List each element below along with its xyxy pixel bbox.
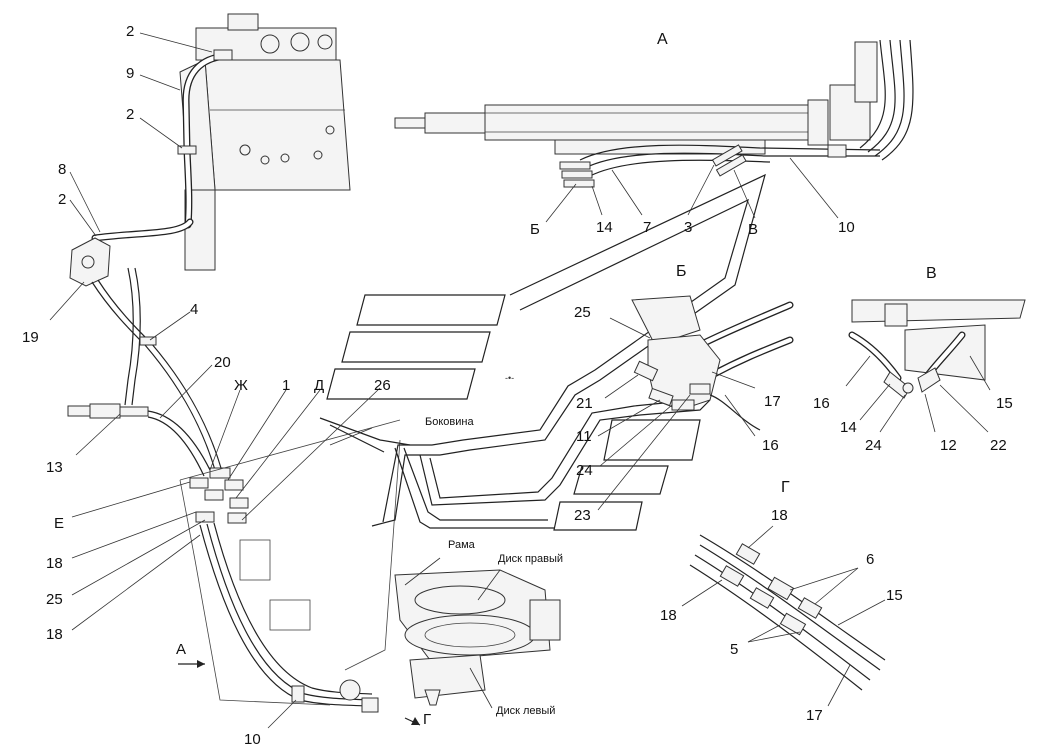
arrow-g (404, 717, 421, 726)
callout-g-18-top: 18 (771, 507, 788, 524)
label-boxes-right (553, 419, 701, 531)
callout-a-10: 10 (838, 219, 855, 236)
long-hoses-to-discs (199, 522, 379, 713)
caption-disk-pravyi: Диск правый (498, 553, 564, 565)
callout-2-left: 2 (58, 191, 67, 208)
callout-9: 9 (126, 65, 135, 82)
callout-19: 19 (22, 329, 39, 346)
callout-g-6: 6 (866, 551, 875, 568)
clamp-10 (291, 685, 305, 703)
callout-v-15: 15 (996, 395, 1013, 412)
clamp-2-upper (213, 49, 233, 61)
view-a-fittings-right (711, 144, 747, 177)
callout-2-top: 2 (126, 23, 135, 40)
callout-25: 25 (46, 591, 63, 608)
callout-b-17: 17 (764, 393, 781, 410)
callout-g-18-left: 18 (660, 607, 677, 624)
hose-9 (182, 52, 230, 229)
caption-disk-levyi: Диск левый (496, 705, 556, 717)
view-a-title: А (657, 31, 668, 48)
view-g-detail (681, 525, 886, 707)
callout-v-12: 12 (940, 437, 957, 454)
callout-b-25: 25 (574, 304, 591, 321)
view-a-mark-v: В (748, 221, 759, 238)
disc-assembly (394, 569, 561, 706)
view-g-title: Г (781, 479, 790, 496)
callout-b-24: 24 (576, 462, 593, 479)
clamp-2-lower (177, 145, 197, 155)
callout-4: 4 (190, 301, 199, 318)
callout-v-16: 16 (813, 395, 830, 412)
arrow-g-label: Г (423, 711, 432, 728)
arrow-a-label: А (176, 641, 187, 658)
callout-18-upper: 18 (46, 555, 63, 572)
callout-b-21: 21 (576, 395, 593, 412)
clamp-4 (139, 336, 157, 346)
caption-bokovina: Боковина (425, 416, 474, 428)
callout-a-7: 7 (643, 219, 652, 236)
label-boxes-left (326, 294, 506, 400)
mark-zh: Ж (234, 377, 248, 394)
callout-13: 13 (46, 459, 63, 476)
callout-8: 8 (58, 161, 67, 178)
callout-2-mid: 2 (126, 106, 135, 123)
callout-b-11: 11 (576, 428, 592, 445)
callout-a-3: 3 (684, 219, 693, 236)
view-a-mark-b: Б (530, 221, 540, 238)
callout-10-main: 10 (244, 731, 261, 748)
callout-18-lower: 18 (46, 626, 63, 643)
bracket-fittings (189, 467, 249, 524)
callout-26: 26 (374, 377, 391, 394)
frame-side-plate (179, 419, 401, 706)
valve-block-19 (69, 237, 111, 287)
main-leaders (49, 32, 501, 729)
hose-4-20 (91, 267, 222, 471)
callout-20: 20 (214, 354, 231, 371)
tee-fitting-13 (67, 403, 211, 477)
callout-1: 1 (282, 377, 291, 394)
callout-v-22: 22 (990, 437, 1007, 454)
hose-8 (91, 218, 194, 242)
callout-b-16: 16 (762, 437, 779, 454)
view-b-title: Б (676, 263, 687, 280)
mark-d: Д (314, 377, 325, 394)
end-fitting (361, 697, 379, 713)
view-b-detail (597, 295, 794, 511)
callout-b-23: 23 (574, 507, 591, 524)
callout-g-17: 17 (806, 707, 823, 724)
callout-v-24: 24 (865, 437, 882, 454)
callout-v-14: 14 (840, 419, 857, 436)
view-a-fittings-left (559, 161, 595, 188)
view-v-detail (845, 299, 1026, 433)
callout-g-5: 5 (730, 641, 739, 658)
small-mark: -•- (505, 373, 514, 383)
mark-e: Е (54, 515, 65, 532)
view-a-cylinder (394, 39, 914, 223)
callout-g-15: 15 (886, 587, 903, 604)
callout-a-14: 14 (596, 219, 613, 236)
hydraulic-tank (179, 13, 351, 271)
staircase-band (319, 173, 766, 529)
caption-rama: Рама (448, 539, 475, 551)
view-v-title: В (926, 265, 937, 282)
arrow-a (178, 660, 205, 668)
